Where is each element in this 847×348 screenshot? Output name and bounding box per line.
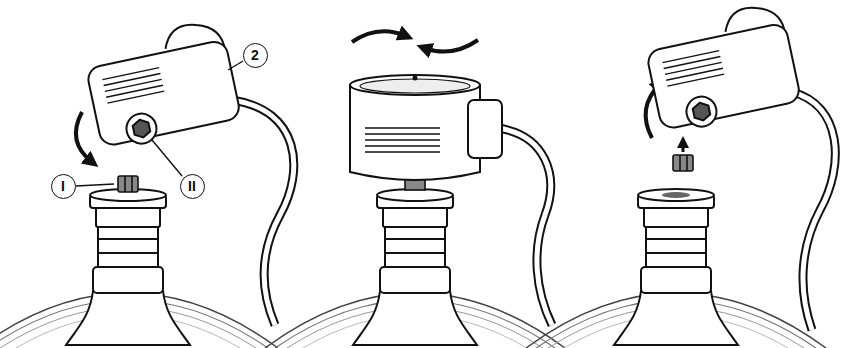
callout-number: 2 <box>243 43 268 68</box>
callout-number: II <box>180 174 205 199</box>
callout-number: I <box>51 174 76 199</box>
